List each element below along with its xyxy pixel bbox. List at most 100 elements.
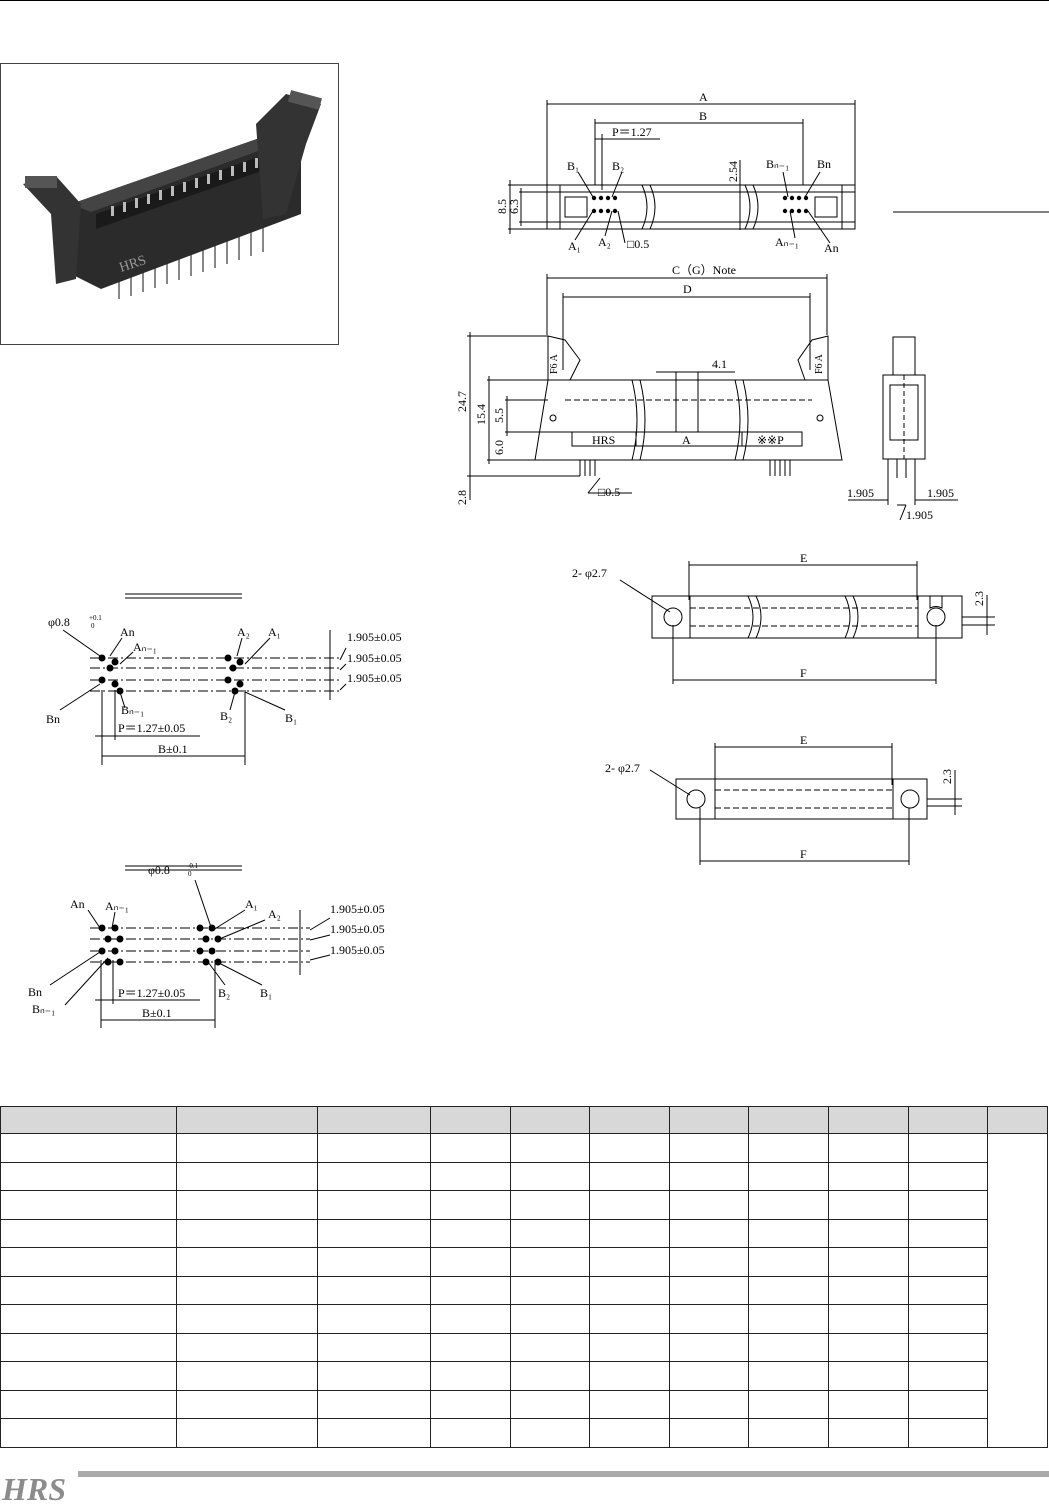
table-row: [0, 1275, 1048, 1305]
pcb1-row3: 1.905±0.05: [347, 671, 402, 685]
bv1-dim-f: F: [800, 666, 807, 680]
table-header-cell: [589, 1106, 670, 1134]
dim-41-label: 4.1: [712, 357, 727, 371]
height-outer-label: 8.5: [495, 199, 509, 214]
table-header-cell: [0, 1106, 177, 1134]
pin-dots: [98, 195, 809, 966]
pin-an1-label: Aₙ₋₁: [775, 235, 799, 249]
table-merged-cell: [987, 1133, 1048, 1448]
table-header-cell: [748, 1106, 829, 1134]
side-view: [848, 336, 958, 521]
latch-mark-right: F6 A: [814, 353, 825, 374]
table-header-cell: [669, 1106, 749, 1134]
bv2-dim-e: E: [800, 733, 807, 747]
height-total-label: 24.7: [455, 391, 469, 412]
body-mark-mid: A: [682, 433, 691, 447]
pcb1-pitch: P＝1.27±0.05: [118, 721, 185, 735]
table-header-row: [0, 1106, 1048, 1134]
height-55-label: 5.5: [492, 408, 506, 423]
table-row: [0, 1133, 1048, 1448]
pcb1-a2-label: A₂: [237, 625, 250, 639]
table-row: [0, 1361, 1048, 1391]
pcb2-bn-label: Bn: [28, 985, 42, 999]
footer-bar: [78, 1471, 1049, 1477]
pcb1-b1-label: B₁: [285, 711, 297, 725]
connector-photo: HRS: [0, 63, 339, 345]
dim-d-label: D: [683, 282, 692, 296]
pin-an-label: An: [824, 241, 839, 255]
body-mark-left: HRS: [592, 433, 615, 447]
table-header-cell: [908, 1106, 988, 1134]
technical-drawing: A B P＝1.27 B₁ B₂ Bₙ₋₁ Bn A₁ A₂ □0.5 Aₙ₋₁…: [28, 90, 1049, 1028]
table-row: [0, 1389, 1048, 1419]
top-view: [508, 100, 1049, 244]
pcb2-an1-label: Aₙ₋₁: [105, 899, 129, 913]
spec-table: [0, 1106, 1048, 1448]
latch-mark-left: F6 A: [549, 353, 560, 374]
pcb1-an-label: An: [120, 625, 135, 639]
pcb1-an1-label: Aₙ₋₁: [133, 640, 157, 654]
table-header-cell: [317, 1106, 431, 1134]
side-pitch-left: 1.905: [847, 486, 874, 500]
table-row: [0, 1418, 1048, 1448]
pcb2-row3: 1.905±0.05: [330, 943, 385, 957]
pcb2-an-label: An: [70, 897, 85, 911]
pcb-layout-2: [49, 865, 331, 1028]
row-pitch-label: 2.54: [726, 161, 740, 182]
pcb1-hole-tol-minus: 0: [91, 622, 95, 630]
bv1-mount-hole: 2- φ2.7: [572, 566, 607, 580]
table-header-cell: [987, 1106, 1048, 1134]
height-body-label: 15.4: [474, 404, 488, 425]
bv1-dim-e: E: [800, 551, 807, 565]
pin-b2-label: B₂: [612, 159, 624, 173]
pcb1-a1-label: A₁: [268, 625, 281, 639]
pcb1-span: B±0.1: [158, 742, 188, 756]
pcb1-hole-label: φ0.8: [48, 615, 70, 629]
pcb2-hole-tol-plus: -0.1: [187, 862, 199, 870]
dim-a-label: A: [699, 90, 708, 104]
bv1-offset: 2.3: [972, 591, 986, 606]
table-header-cell: [510, 1106, 590, 1134]
pcb1-row2: 1.905±0.05: [347, 651, 402, 665]
bottom-view-2: [649, 743, 962, 865]
table-header-cell: [828, 1106, 909, 1134]
pcb1-b2-label: B₂: [220, 709, 232, 723]
table-row: [0, 1161, 1048, 1191]
pitch-label: P＝1.27: [612, 125, 652, 139]
bv2-dim-f: F: [800, 847, 807, 861]
body-mark-right: ※※P: [757, 433, 784, 447]
table-row: [0, 1190, 1048, 1220]
height-tail-label: 2.8: [455, 490, 469, 505]
table-header-cell: [176, 1106, 318, 1134]
front-pin-size-label: □0.5: [598, 485, 620, 499]
height-60-label: 6.0: [492, 440, 506, 455]
pcb2-pitch: P＝1.27±0.05: [118, 986, 185, 1000]
table-header-cell: [430, 1106, 511, 1134]
height-inner-label: 6.3: [507, 199, 521, 214]
pcb1-hole-tol-plus: +0.1: [89, 614, 102, 622]
side-pitch-bottom: 1.905: [906, 508, 933, 522]
pcb2-span: B±0.1: [142, 1006, 172, 1020]
pcb2-bn1-label: Bₙ₋₁: [32, 1002, 55, 1016]
bottom-view-1: [619, 561, 995, 684]
pcb2-row2: 1.905±0.05: [330, 922, 385, 936]
pcb2-b2-label: B₂: [218, 986, 230, 1000]
hrs-logo: HRS: [2, 1471, 66, 1504]
table-row: [0, 1247, 1048, 1277]
pcb2-a2-label: A₂: [268, 907, 281, 921]
top-rule: [0, 0, 1049, 1]
dim-b-label: B: [699, 109, 707, 123]
pin-b1-label: B₁: [567, 159, 579, 173]
pin-bn1-label: Bₙ₋₁: [766, 157, 789, 171]
pcb-layout-1: [59, 593, 347, 765]
table-row: [0, 1332, 1048, 1362]
dim-c-label: C（G）Note: [672, 263, 736, 277]
table-row: [0, 1218, 1048, 1248]
bv2-offset: 2.3: [940, 769, 954, 784]
pcb1-row1: 1.905±0.05: [347, 630, 402, 644]
pin-a2-label: A₂: [598, 235, 611, 249]
pin-bn-label: Bn: [817, 157, 831, 171]
front-view: [467, 274, 843, 500]
side-pitch-right: 1.905: [927, 486, 954, 500]
pcb1-bn1-label: Bₙ₋₁: [121, 703, 144, 717]
